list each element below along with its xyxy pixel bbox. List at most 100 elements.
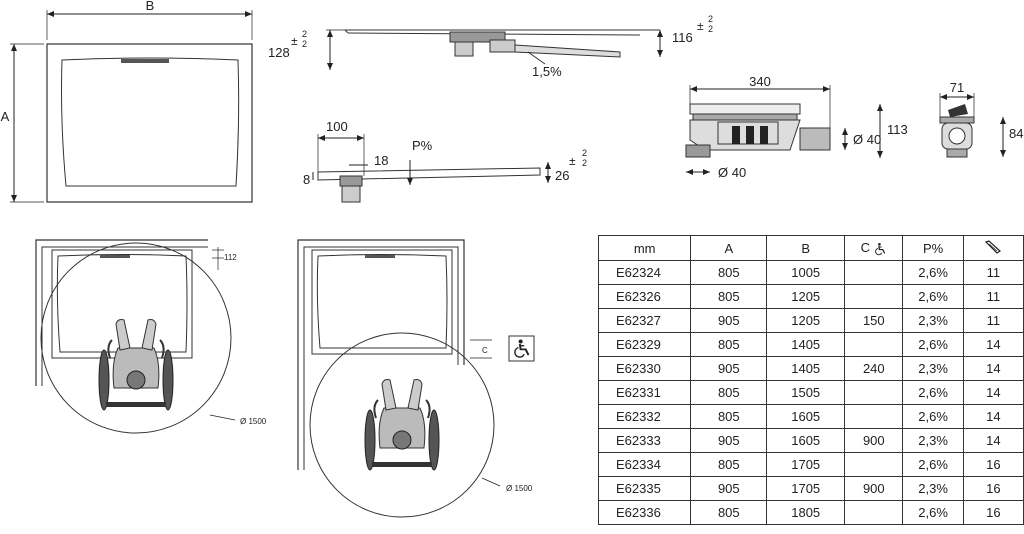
waste-trap-side-view: 340 Ø 40 113 Ø 40 — [685, 74, 908, 180]
cell-g: 14 — [962, 332, 1024, 357]
cell-code: E62326 — [597, 284, 692, 309]
front-height: 84 — [1009, 126, 1023, 141]
dim-b-label: B — [146, 0, 155, 13]
col-grate — [962, 235, 1024, 261]
short-slope-label: P% — [412, 138, 433, 153]
cell-b: 1605 — [766, 404, 846, 429]
cell-code: E62331 — [597, 380, 692, 405]
cell-g: 16 — [962, 452, 1024, 477]
cell-c: 900 — [844, 476, 904, 501]
cell-p: 2,6% — [902, 500, 964, 525]
cell-b: 1605 — [766, 428, 846, 453]
left-circle: Ø 1500 — [240, 417, 267, 426]
cell-g: 14 — [962, 356, 1024, 381]
short-thickness: 26 — [555, 168, 569, 183]
long-height: 128 — [268, 45, 290, 60]
cell-b: 1205 — [766, 308, 846, 333]
cell-a: 805 — [690, 404, 768, 429]
svg-text:±: ± — [697, 19, 704, 33]
cell-a: 905 — [690, 476, 768, 501]
cell-a: 805 — [690, 500, 768, 525]
cell-p: 2,6% — [902, 452, 964, 477]
cell-b: 1805 — [766, 500, 846, 525]
waste-trap-front-view: 71 84 — [939, 80, 1023, 158]
cell-p: 2,3% — [902, 476, 964, 501]
cell-a: 805 — [690, 284, 768, 309]
cell-c — [844, 332, 904, 357]
cell-code: E62336 — [597, 500, 692, 525]
long-slope: 1,5% — [532, 64, 562, 79]
table-header-row: mm A B C P% — [597, 235, 1024, 261]
cell-code: E62334 — [597, 452, 692, 477]
drain-grate-icon — [121, 59, 169, 63]
cell-p: 2,6% — [902, 404, 964, 429]
drain-grate-icon — [985, 239, 1002, 254]
long-tol-plus: 2 — [302, 29, 307, 39]
cell-code: E62330 — [597, 356, 692, 381]
cell-c — [844, 500, 904, 525]
tray-long-section: 128 ± 2 2 116 ± 2 2 1,5% — [268, 14, 713, 79]
cell-g: 16 — [962, 500, 1024, 525]
cell-g: 14 — [962, 428, 1024, 453]
cell-b: 1505 — [766, 380, 846, 405]
short-tol-minus: 2 — [582, 158, 587, 168]
cell-p: 2,6% — [902, 380, 964, 405]
right-circle: Ø 1500 — [506, 484, 533, 493]
cell-p: 2,6% — [902, 332, 964, 357]
cell-code: E62333 — [597, 428, 692, 453]
long-tol-minus: 2 — [302, 39, 307, 49]
cell-a: 805 — [690, 452, 768, 477]
short-width: 100 — [326, 119, 348, 134]
cell-c — [844, 284, 904, 309]
cell-g: 11 — [962, 260, 1024, 285]
long-right-tol-plus: 2 — [708, 14, 713, 24]
svg-text:±: ± — [291, 34, 298, 48]
cell-b: 1705 — [766, 476, 846, 501]
col-a: A — [690, 235, 768, 261]
front-width: 71 — [950, 80, 964, 95]
cell-code: E62324 — [597, 260, 692, 285]
long-height-right: 116 — [672, 30, 693, 45]
cell-a: 905 — [690, 308, 768, 333]
waste-pipe-right: Ø 40 — [853, 132, 881, 147]
cell-b: 1005 — [766, 260, 846, 285]
waste-pipe-bottom: Ø 40 — [718, 165, 746, 180]
cell-c: 900 — [844, 428, 904, 453]
left-clearance: 112 — [224, 253, 237, 262]
cell-b: 1405 — [766, 356, 846, 381]
cell-p: 2,6% — [902, 260, 964, 285]
col-b: B — [766, 235, 846, 261]
cell-p: 2,3% — [902, 308, 964, 333]
cell-b: 1705 — [766, 452, 846, 477]
dim-a-label: A — [1, 109, 10, 124]
cell-g: 16 — [962, 476, 1024, 501]
cell-b: 1405 — [766, 332, 846, 357]
accessibility-layout-left: 112 Ø 1500 — [35, 239, 267, 434]
short-tol-plus: 2 — [582, 148, 587, 158]
col-mm: mm — [597, 235, 692, 261]
cell-a: 805 — [690, 380, 768, 405]
cell-p: 2,6% — [902, 284, 964, 309]
cell-code: E62335 — [597, 476, 692, 501]
col-c-label: C — [860, 240, 870, 256]
col-c: C — [844, 235, 904, 261]
cell-b: 1205 — [766, 284, 846, 309]
cell-a: 905 — [690, 428, 768, 453]
cell-g: 14 — [962, 380, 1024, 405]
cell-a: 805 — [690, 260, 768, 285]
wheelchair-icon — [873, 242, 887, 256]
right-clearance-label: C — [482, 346, 488, 355]
cell-g: 11 — [962, 284, 1024, 309]
cell-c — [844, 380, 904, 405]
